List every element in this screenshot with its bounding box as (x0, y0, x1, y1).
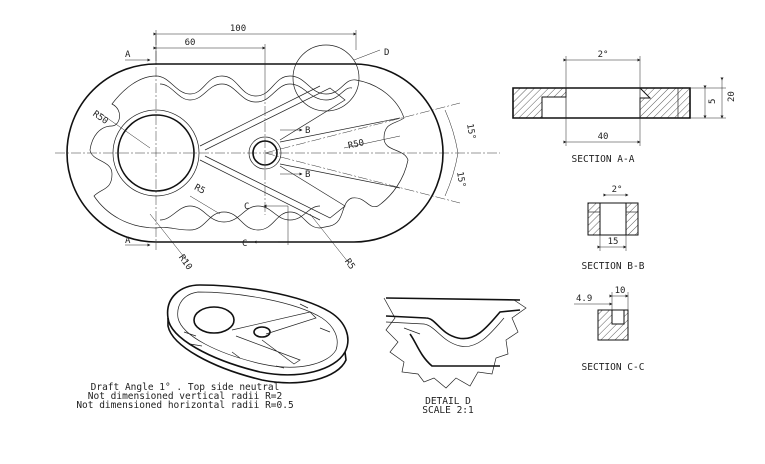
detail-d-break-outline (383, 297, 527, 389)
section-bb-view: 2° 15 SECTION B-B (582, 185, 645, 272)
section-cc-dim-49-label: 4.9 (576, 294, 592, 304)
section-cc-dim-10-label: 10 (615, 286, 626, 296)
section-b-label-top: B (305, 126, 310, 136)
r5-right-label: R5 (342, 257, 356, 272)
iso-small-bore (253, 326, 271, 338)
detail-d-inner-edge (409, 333, 500, 367)
section-aa-dim-20-label: 20 (727, 91, 737, 102)
section-cc-notch (611, 309, 625, 325)
large-bore (117, 114, 195, 192)
detail-d-view: DETAIL D SCALE 2:1 (383, 297, 527, 416)
r5-left-label: R5 (192, 183, 206, 197)
section-aa-right-wall (638, 87, 691, 119)
general-notes: Draft Angle 1° . Top side neutral Not di… (76, 382, 293, 411)
detail-d-pocket-edge (385, 309, 521, 340)
section-aa-dim-width-label: 40 (598, 132, 609, 142)
r50-left-leader (99, 112, 151, 149)
note-horizontal-radii: Not dimensioned horizontal radii R=0.5 (76, 400, 293, 411)
inner-pocket-offset-top (159, 83, 353, 103)
angle-arc-bottom (444, 152, 459, 197)
detail-d-rib-line (403, 327, 421, 335)
section-b-label-bottom: B (305, 170, 310, 180)
section-aa-dim-5-label: 5 (708, 99, 718, 104)
section-bb-bore (599, 202, 627, 236)
note-draft-angle: Draft Angle 1° . Top side neutral (91, 382, 280, 393)
r50-right-leader (343, 135, 401, 149)
section-aa-view: 2° 40 5 20 SECTION A-A (512, 50, 737, 165)
lower-angle-line (264, 152, 461, 204)
section-bb-dim-top-label: 2° (612, 185, 623, 195)
iso-pocket-details (183, 303, 331, 369)
dim-100-label: 100 (230, 24, 246, 34)
isometric-view (166, 284, 349, 384)
upper-rib (204, 87, 346, 151)
r50-left-label: R50 (91, 109, 110, 127)
angle-arc-top (444, 109, 459, 154)
small-bore (252, 140, 278, 166)
note-vertical-radii: Not dimensioned vertical radii R=2 (88, 391, 282, 402)
r5-right-leader (309, 213, 349, 263)
outer-profile (66, 63, 444, 243)
detail-d-pocket-offset (385, 317, 505, 347)
main-plan-view: 100 60 D A A B B C C R50 R50 R5 R5 R10 1… (55, 24, 500, 272)
r10-label: R10 (176, 253, 194, 272)
iso-inner-rim (177, 291, 338, 368)
section-a-label-top: A (125, 50, 131, 60)
section-a-label-bottom: A (125, 236, 131, 246)
lower-rib (204, 155, 346, 219)
section-cc-view: 10 4.9 SECTION C-C (574, 286, 644, 373)
small-bore-boss (248, 136, 282, 170)
upper-angle-line (264, 102, 461, 154)
detail-d-circle (292, 44, 360, 112)
dim-60-label: 60 (185, 38, 196, 48)
section-cc-title: SECTION C-C (582, 362, 645, 373)
angle-bottom-label: 15° (454, 171, 467, 189)
detail-d-top-edge (385, 297, 521, 301)
angle-top-label: 15° (464, 123, 477, 141)
r10-leader (149, 213, 189, 263)
r50-right-label: R50 (347, 138, 365, 151)
large-bore-boss (112, 109, 200, 197)
right-ribs (279, 117, 401, 189)
iso-ribs (231, 311, 317, 365)
section-aa-title: SECTION A-A (572, 154, 635, 165)
detail-d-leader (353, 49, 381, 61)
detail-d-title: DETAIL D (425, 396, 471, 407)
detail-d-label: D (384, 48, 389, 58)
inner-pocket-offset-bottom (159, 205, 321, 223)
section-aa-left-wall (512, 87, 567, 119)
rib-offsets (199, 85, 321, 221)
iso-side-face (167, 318, 347, 384)
section-c-label-bottom: C (242, 239, 247, 249)
inner-pocket-outline (89, 75, 409, 231)
detail-d-scale: SCALE 2:1 (422, 405, 474, 416)
section-bb-dim-width-label: 15 (608, 237, 619, 247)
iso-top-face (166, 284, 349, 376)
iso-large-bore (193, 306, 235, 334)
r5-left-leader (189, 195, 221, 215)
section-bb-title: SECTION B-B (582, 261, 645, 272)
section-aa-dim-top-label: 2° (598, 50, 609, 60)
section-c-label-top: C (244, 202, 249, 212)
